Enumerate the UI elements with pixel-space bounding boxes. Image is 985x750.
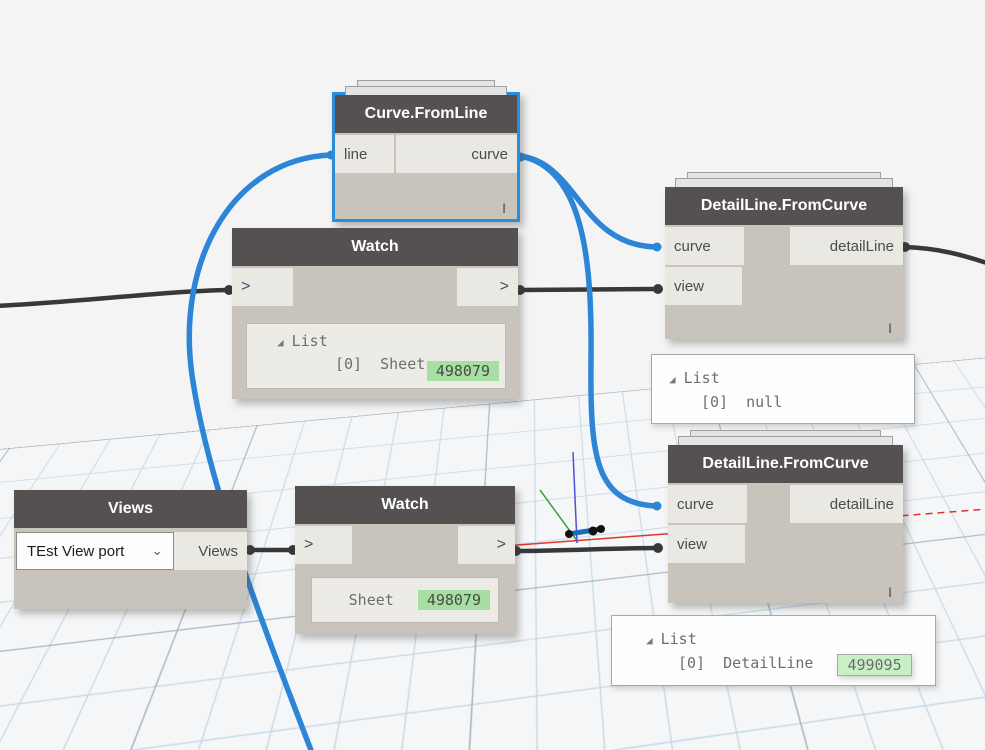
node-title[interactable]: DetailLine.FromCurve <box>665 187 903 225</box>
lacing-indicator[interactable]: I <box>888 584 892 600</box>
input-port-curve[interactable]: curve <box>665 227 744 265</box>
wire-watch-to-detailline2-view[interactable] <box>512 545 662 554</box>
node-watch-top[interactable]: Watch > > ◢ List [0] Sheet 498079 <box>232 228 518 399</box>
input-port[interactable]: > <box>295 526 352 564</box>
z-axis-line <box>572 451 578 544</box>
wire-into-watch-top[interactable] <box>0 287 232 308</box>
node-title[interactable]: Curve.FromLine <box>335 95 517 133</box>
dropdown-value: TEst View port <box>27 542 125 560</box>
node-title[interactable]: Views <box>14 490 247 528</box>
output-port-curve[interactable]: curve <box>396 135 517 173</box>
geometry-point <box>597 525 605 533</box>
chevron-down-icon: ⌄ <box>151 543 163 558</box>
wire-curve-to-detailline-top[interactable] <box>517 153 659 250</box>
list-item-value: null <box>746 393 783 411</box>
list-label: List <box>291 332 328 350</box>
wire-into-curvefromline[interactable] <box>186 152 335 750</box>
node-detailline-fromcurve-bottom[interactable]: DetailLine.FromCurve curve detailLine vi… <box>668 430 903 603</box>
element-id-badge: 498079 <box>426 361 499 381</box>
node-watch-bottom[interactable]: Watch > > Sheet 498079 <box>295 486 515 634</box>
views-dropdown[interactable]: TEst View port ⌄ <box>16 532 174 570</box>
node-views[interactable]: Views TEst View port ⌄ Views <box>14 490 247 609</box>
list-item-label: Sheet <box>348 591 394 609</box>
node-detailline-fromcurve-top[interactable]: DetailLine.FromCurve curve detailLine vi… <box>665 172 903 339</box>
input-port[interactable]: > <box>232 268 293 306</box>
port-dot <box>224 285 234 295</box>
list-item-index: [0] <box>701 393 729 411</box>
output-port[interactable]: > <box>458 526 515 564</box>
geometry-point <box>565 530 573 538</box>
node-title[interactable]: Watch <box>295 486 515 524</box>
preview-bubble-null[interactable]: ◢ List [0] null <box>651 354 915 424</box>
input-port-view[interactable]: view <box>668 525 745 563</box>
element-id-badge: 499095 <box>837 654 912 676</box>
expander-icon[interactable]: ◢ <box>277 336 284 349</box>
list-item-value: DetailLine <box>723 654 814 672</box>
port-dot <box>652 501 662 511</box>
input-port-curve[interactable]: curve <box>668 485 747 523</box>
watch-content: Sheet 498079 <box>311 577 499 623</box>
node-curve-fromline[interactable]: Curve.FromLine line curve I <box>332 80 520 222</box>
output-port-detailline[interactable]: detailLine <box>790 485 903 523</box>
list-label: List <box>683 369 720 387</box>
element-id-badge: 498079 <box>417 590 490 610</box>
node-title[interactable]: Watch <box>232 228 518 266</box>
input-port-line[interactable]: line <box>335 135 394 173</box>
lacing-indicator[interactable]: I <box>888 320 892 336</box>
list-item-index: [0] <box>335 355 363 373</box>
list-item-label: Sheet <box>380 355 426 373</box>
geometry-point <box>588 526 598 536</box>
wire-curve-to-detailline-bottom[interactable] <box>517 153 659 509</box>
output-port-views[interactable]: Views <box>173 532 247 570</box>
wire-detailline-out-right[interactable] <box>901 244 985 265</box>
port-dot <box>652 242 662 252</box>
input-port-view[interactable]: view <box>665 267 742 305</box>
output-port-detailline[interactable]: detailLine <box>790 227 903 265</box>
node-title[interactable]: DetailLine.FromCurve <box>668 445 903 483</box>
list-label: List <box>660 630 697 648</box>
port-dot <box>653 284 663 294</box>
output-port[interactable]: > <box>457 268 518 306</box>
list-item-index: [0] <box>678 654 706 672</box>
expander-icon[interactable]: ◢ <box>646 634 653 647</box>
port-dot <box>653 543 663 553</box>
preview-bubble-detailline[interactable]: ◢ List [0] DetailLine 499095 <box>611 615 936 686</box>
expander-icon[interactable]: ◢ <box>669 373 676 386</box>
lacing-indicator[interactable]: I <box>502 200 506 216</box>
port-dot <box>245 545 255 555</box>
watch-content: ◢ List [0] Sheet 498079 <box>246 323 506 389</box>
